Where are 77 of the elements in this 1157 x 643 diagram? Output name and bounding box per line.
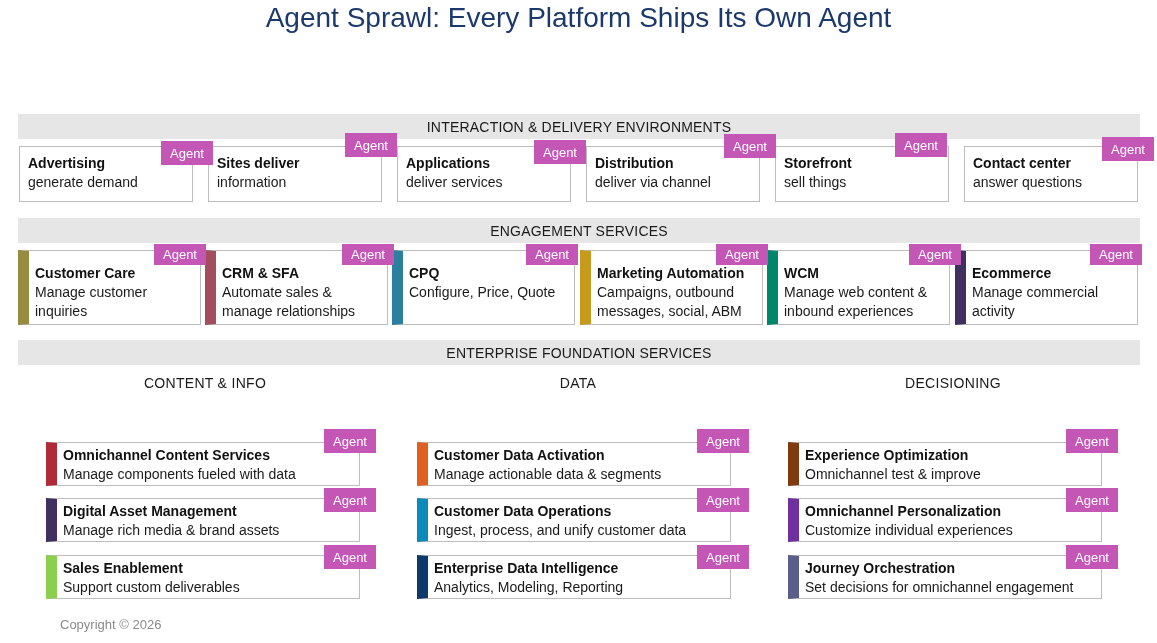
card-title: Journey Orchestration (805, 559, 956, 578)
card-description: sell things (784, 173, 847, 192)
card-description: Campaigns, outbound messages, social, ABM (597, 283, 743, 321)
card-description: answer questions (973, 173, 1082, 192)
agent-tag: Agent (534, 140, 586, 164)
agent-tag: Agent (342, 244, 394, 265)
agent-tag: Agent (1102, 137, 1154, 161)
card-title: Contact center (973, 154, 1072, 173)
capability-card (767, 250, 950, 325)
card-title: Customer Care (35, 264, 136, 283)
agent-tag: Agent (724, 134, 776, 158)
agent-tag: Agent (324, 545, 376, 569)
card-description: Configure, Price, Quote (409, 283, 556, 302)
section-band: ENTERPRISE FOUNDATION SERVICES (18, 340, 1140, 365)
agent-tag: Agent (345, 133, 397, 157)
card-description: Manage rich media & brand assets (63, 521, 280, 540)
card-title: CPQ (409, 264, 440, 283)
card-description: Manage components fueled with data (63, 465, 296, 484)
agent-tag: Agent (324, 429, 376, 453)
agent-tag: Agent (154, 244, 206, 265)
card-title: Ecommerce (972, 264, 1052, 283)
agent-tag: Agent (716, 244, 768, 265)
card-title: CRM & SFA (222, 264, 299, 283)
card-description: Customize individual experiences (805, 521, 1013, 540)
agent-tag: Agent (1090, 244, 1142, 265)
card-description: Analytics, Modeling, Reporting (434, 578, 624, 597)
card-description: Manage customer inquiries (35, 283, 149, 321)
agent-tag: Agent (697, 488, 749, 512)
agent-tag: Agent (1066, 488, 1118, 512)
card-title: Applications (406, 154, 490, 173)
section-band: ENGAGEMENT SERVICES (18, 218, 1140, 243)
agent-tag: Agent (324, 488, 376, 512)
card-title: Omnichannel Personalization (805, 502, 1002, 521)
card-title: Advertising (28, 154, 105, 173)
card-description: Automate sales & manage relationships (222, 283, 357, 321)
agent-tag: Agent (526, 244, 578, 265)
agent-tag: Agent (1066, 545, 1118, 569)
card-title: Customer Data Operations (434, 502, 612, 521)
card-description: Set decisions for omnichannel engagement (805, 578, 1074, 597)
copyright-notice: Copyright © 2026 (60, 617, 162, 632)
card-description: Ingest, process, and unify customer data (434, 521, 687, 540)
card-title: Distribution (595, 154, 674, 173)
card-title: Storefront (784, 154, 852, 173)
card-description: Manage web content & inbound experiences (784, 283, 929, 321)
agent-tag: Agent (161, 141, 213, 165)
card-description: deliver via channel (595, 173, 711, 192)
card-description: Manage actionable data & segments (434, 465, 662, 484)
card-title: WCM (784, 264, 819, 283)
card-title: Customer Data Activation (434, 446, 605, 465)
capability-card (18, 250, 201, 325)
card-description: Support custom deliverables (63, 578, 240, 597)
card-title: Sales Enablement (63, 559, 183, 578)
capability-card (392, 250, 575, 325)
section-band: INTERACTION & DELIVERY ENVIRONMENTS (18, 114, 1140, 139)
card-title: Digital Asset Management (63, 502, 237, 521)
card-description: information (217, 173, 287, 192)
agent-tag: Agent (909, 244, 961, 265)
agent-tag: Agent (697, 429, 749, 453)
card-description: generate demand (28, 173, 138, 192)
card-description: Manage commercial activity (972, 283, 1100, 321)
card-title: Enterprise Data Intelligence (434, 559, 619, 578)
capability-card (955, 250, 1138, 325)
agent-tag: Agent (1066, 429, 1118, 453)
card-title: Experience Optimization (805, 446, 969, 465)
card-description: deliver services (406, 173, 503, 192)
column-heading: DATA (559, 375, 597, 391)
card-description: Omnichannel test & improve (805, 465, 981, 484)
agent-tag: Agent (697, 545, 749, 569)
card-title: Sites deliver (217, 154, 300, 173)
capability-card (205, 250, 388, 325)
card-title: Marketing Automation (597, 264, 745, 283)
capability-card (580, 250, 763, 325)
column-heading: CONTENT & INFO (143, 375, 267, 391)
column-heading: DECISIONING (905, 375, 1001, 391)
card-title: Omnichannel Content Services (63, 446, 270, 465)
agent-tag: Agent (895, 133, 947, 157)
diagram-title: Agent Sprawl: Every Platform Ships Its Own Agent (265, 1, 892, 35)
